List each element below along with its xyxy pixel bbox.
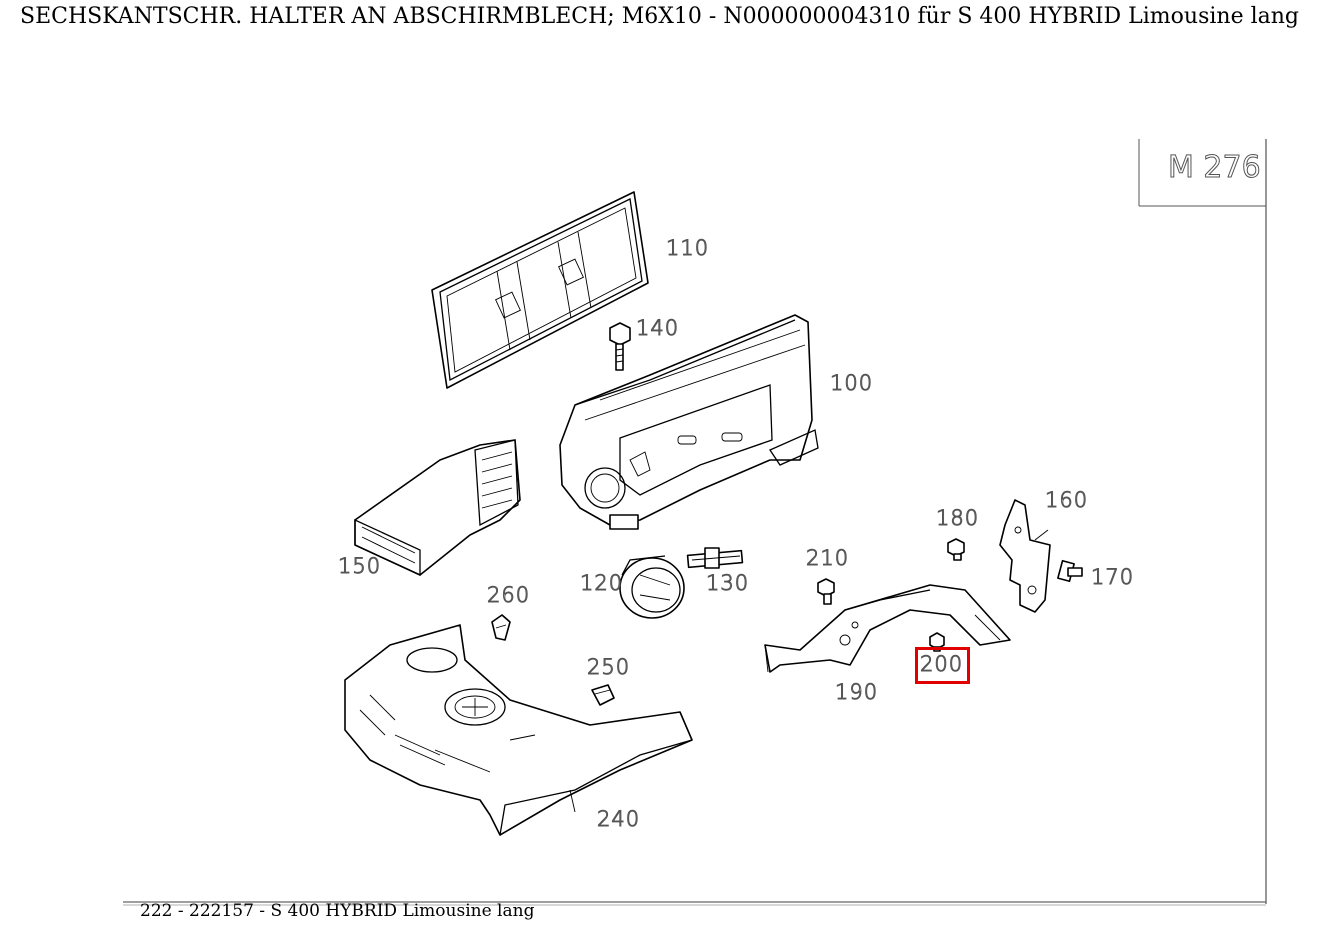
- part-100-filter-housing[interactable]: [559, 314, 819, 530]
- callout-180[interactable]: 180: [935, 506, 980, 530]
- callout-140[interactable]: 140: [635, 316, 680, 340]
- callout-170[interactable]: 170: [1090, 565, 1135, 589]
- callout-210[interactable]: 210: [805, 546, 850, 570]
- part-160-bracket[interactable]: [999, 499, 1051, 613]
- part-210-bolt[interactable]: [817, 578, 835, 605]
- part-150-intake-duct[interactable]: [354, 439, 521, 577]
- callout-260[interactable]: 260: [486, 583, 531, 607]
- part-260-clip[interactable]: [491, 614, 511, 641]
- callout-200[interactable]: 200: [919, 652, 964, 676]
- callout-130[interactable]: 130: [705, 571, 750, 595]
- callout-240[interactable]: 240: [596, 807, 641, 831]
- part-190-shield[interactable]: [764, 584, 1011, 673]
- part-140-screw[interactable]: [609, 322, 631, 371]
- callout-160[interactable]: 160: [1044, 488, 1089, 512]
- part-250-clip[interactable]: [591, 684, 615, 706]
- engine-model-label: M 276: [1168, 150, 1262, 185]
- part-240-engine-cover[interactable]: [344, 624, 693, 836]
- part-180-bolt[interactable]: [947, 538, 965, 561]
- page-title: SECHSKANTSCHR. HALTER AN ABSCHIRMBLECH; …: [20, 4, 1299, 29]
- part-130-connector[interactable]: [686, 547, 744, 569]
- callout-110[interactable]: 110: [665, 236, 710, 260]
- callout-150[interactable]: 150: [337, 554, 382, 578]
- footer-caption: 222 - 222157 - S 400 HYBRID Limousine la…: [140, 901, 535, 921]
- callout-190[interactable]: 190: [834, 680, 879, 704]
- part-120-actuator[interactable]: [619, 555, 685, 619]
- part-170-clip[interactable]: [1057, 559, 1083, 583]
- selected-part-highlight: [915, 647, 970, 684]
- part-110-filter-element[interactable]: [431, 191, 649, 389]
- callout-100[interactable]: 100: [829, 371, 874, 395]
- callout-120[interactable]: 120: [579, 571, 624, 595]
- callout-250[interactable]: 250: [586, 655, 631, 679]
